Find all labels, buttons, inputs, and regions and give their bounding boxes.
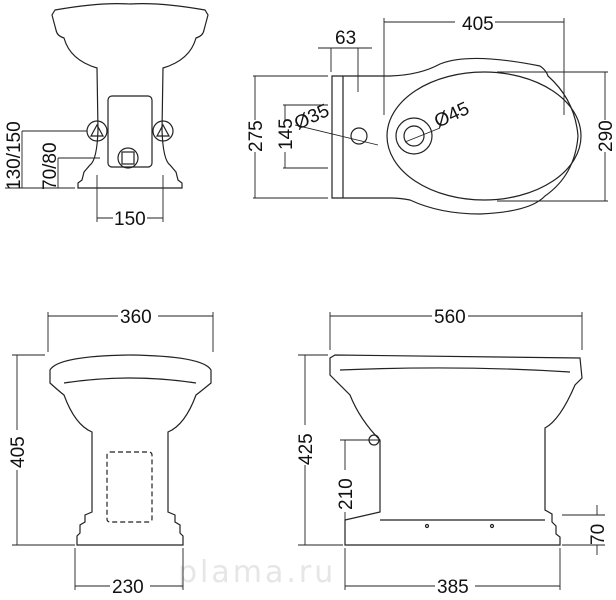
front-view bbox=[12, 312, 214, 590]
dim-base-length: 385 bbox=[437, 577, 469, 598]
dim-back-width: 275 bbox=[246, 120, 267, 152]
dim-supply-inlet-height: 210 bbox=[336, 478, 357, 510]
dim-inner-width: 145 bbox=[276, 118, 297, 150]
supply-connection-right-icon bbox=[152, 120, 174, 142]
dim-drain-height: 70/80 bbox=[40, 142, 61, 190]
dim-total-width: 290 bbox=[596, 120, 616, 152]
dim-fixing-height: 70 bbox=[588, 524, 609, 545]
dim-front-width: 360 bbox=[120, 307, 152, 328]
rear-view bbox=[5, 3, 209, 222]
dim-side-height: 425 bbox=[296, 433, 317, 465]
dim-base-width: 230 bbox=[112, 577, 144, 598]
watermark: plama.ru bbox=[178, 555, 336, 590]
dim-side-length: 560 bbox=[434, 307, 466, 328]
dim-bowl-length: 405 bbox=[462, 14, 494, 35]
drain-connection-icon bbox=[117, 147, 139, 169]
dim-supply-height: 130/150 bbox=[4, 121, 25, 190]
dim-drain-hole: Ø45 bbox=[431, 98, 472, 132]
dim-tap-offset: 63 bbox=[335, 28, 356, 49]
plan-view bbox=[253, 18, 608, 215]
dim-front-height: 405 bbox=[8, 436, 29, 468]
side-view bbox=[298, 312, 605, 590]
dim-supply-spacing: 150 bbox=[114, 209, 146, 230]
